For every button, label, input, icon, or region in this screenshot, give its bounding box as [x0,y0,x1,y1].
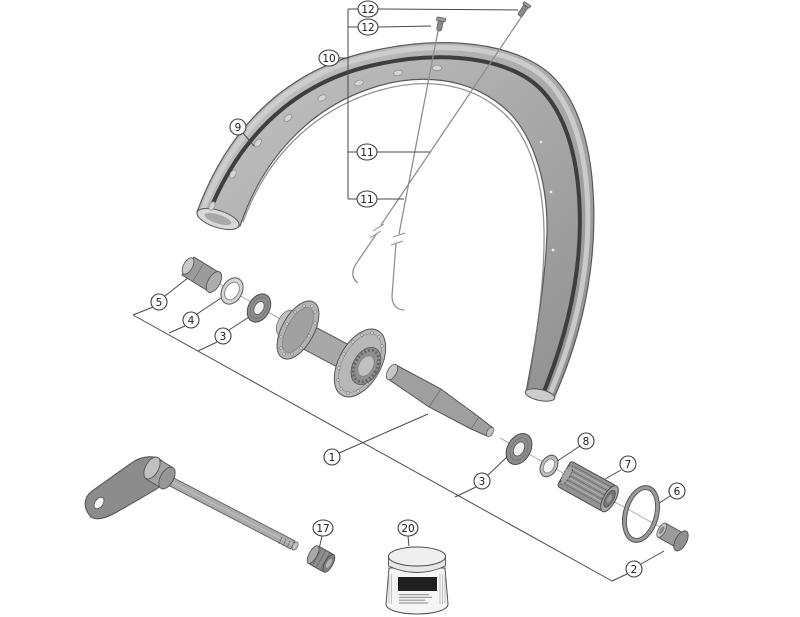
svg-text:10: 10 [322,53,335,65]
jar-side-ribs [388,574,446,604]
balloon-9: 9 [229,118,247,136]
balloon-6: 6 [668,482,686,500]
spoke-nipples [436,1,531,32]
svg-text:20: 20 [401,523,414,535]
svg-text:3: 3 [479,476,486,488]
spokes [352,15,523,311]
grease-jar [385,546,449,615]
o-ring [622,485,660,543]
balloon-3-right: 3 [473,472,491,490]
spoke-lower-a [352,232,378,284]
svg-text:3: 3 [220,331,227,343]
balloon-11-bottom: 11 [356,190,378,208]
svg-text:11: 11 [360,147,373,159]
jar-label-text-lines [399,594,432,604]
balloon-4: 4 [182,311,200,329]
balloon-2: 2 [625,560,643,578]
jar-lid [388,546,446,567]
svg-text:2: 2 [631,564,638,576]
seal-ring-right [539,454,559,478]
end-cap-left [181,256,223,293]
svg-text:9: 9 [235,122,242,134]
hub-axle [385,363,494,437]
axis-rail-line [132,314,613,582]
balloon-1: 1 [323,448,341,466]
spoke-upper-a [380,15,523,226]
bearing-left [246,293,272,323]
skewer-nut [306,545,336,573]
svg-text:4: 4 [188,315,195,327]
quick-release-skewer [84,456,299,551]
hub-flange-left [276,300,320,360]
spoke-upper-b [398,30,439,235]
rim-end-face-right [524,388,556,402]
balloon-7: 7 [619,455,637,473]
spoke-break-marks [369,223,406,246]
leader-lines [132,8,671,582]
balloon-12-top: 12 [357,0,379,18]
skewer-threads [278,536,291,549]
end-cap-right [656,522,689,552]
rim-dark-stripe [206,55,582,395]
nipple-b [436,16,447,32]
rim [196,42,595,402]
balloon-10: 10 [318,49,340,67]
svg-text:12: 12 [361,4,374,16]
svg-text:7: 7 [625,459,632,471]
balloon-12-second: 12 [357,18,379,36]
balloon-8: 8 [577,432,595,450]
svg-text:6: 6 [674,486,681,498]
rim-spoke-holes [208,64,555,252]
hub-shell [275,300,387,398]
jar-label-band [398,577,437,591]
balloon-11-top: 11 [356,143,378,161]
nipple-a [517,1,531,17]
svg-text:11: 11 [360,194,373,206]
callout-balloons: 12 12 10 9 11 11 5 4 [150,0,686,578]
bearing-right [505,433,533,465]
seal-ring-left [220,277,244,305]
rim-highlight [199,45,591,397]
svg-text:1: 1 [329,452,336,464]
svg-text:8: 8 [583,436,590,448]
balloon-17: 17 [312,519,334,537]
hub-flange-right [333,328,387,398]
spoke-lower-b [391,242,405,311]
balloon-20: 20 [397,519,419,537]
balloon-5: 5 [150,293,168,311]
svg-text:17: 17 [316,523,329,535]
svg-text:5: 5 [156,297,163,309]
svg-text:12: 12 [361,22,374,34]
skewer-cam-housing [143,456,176,490]
balloon-3-left: 3 [214,327,232,345]
freehub-body [557,461,619,513]
